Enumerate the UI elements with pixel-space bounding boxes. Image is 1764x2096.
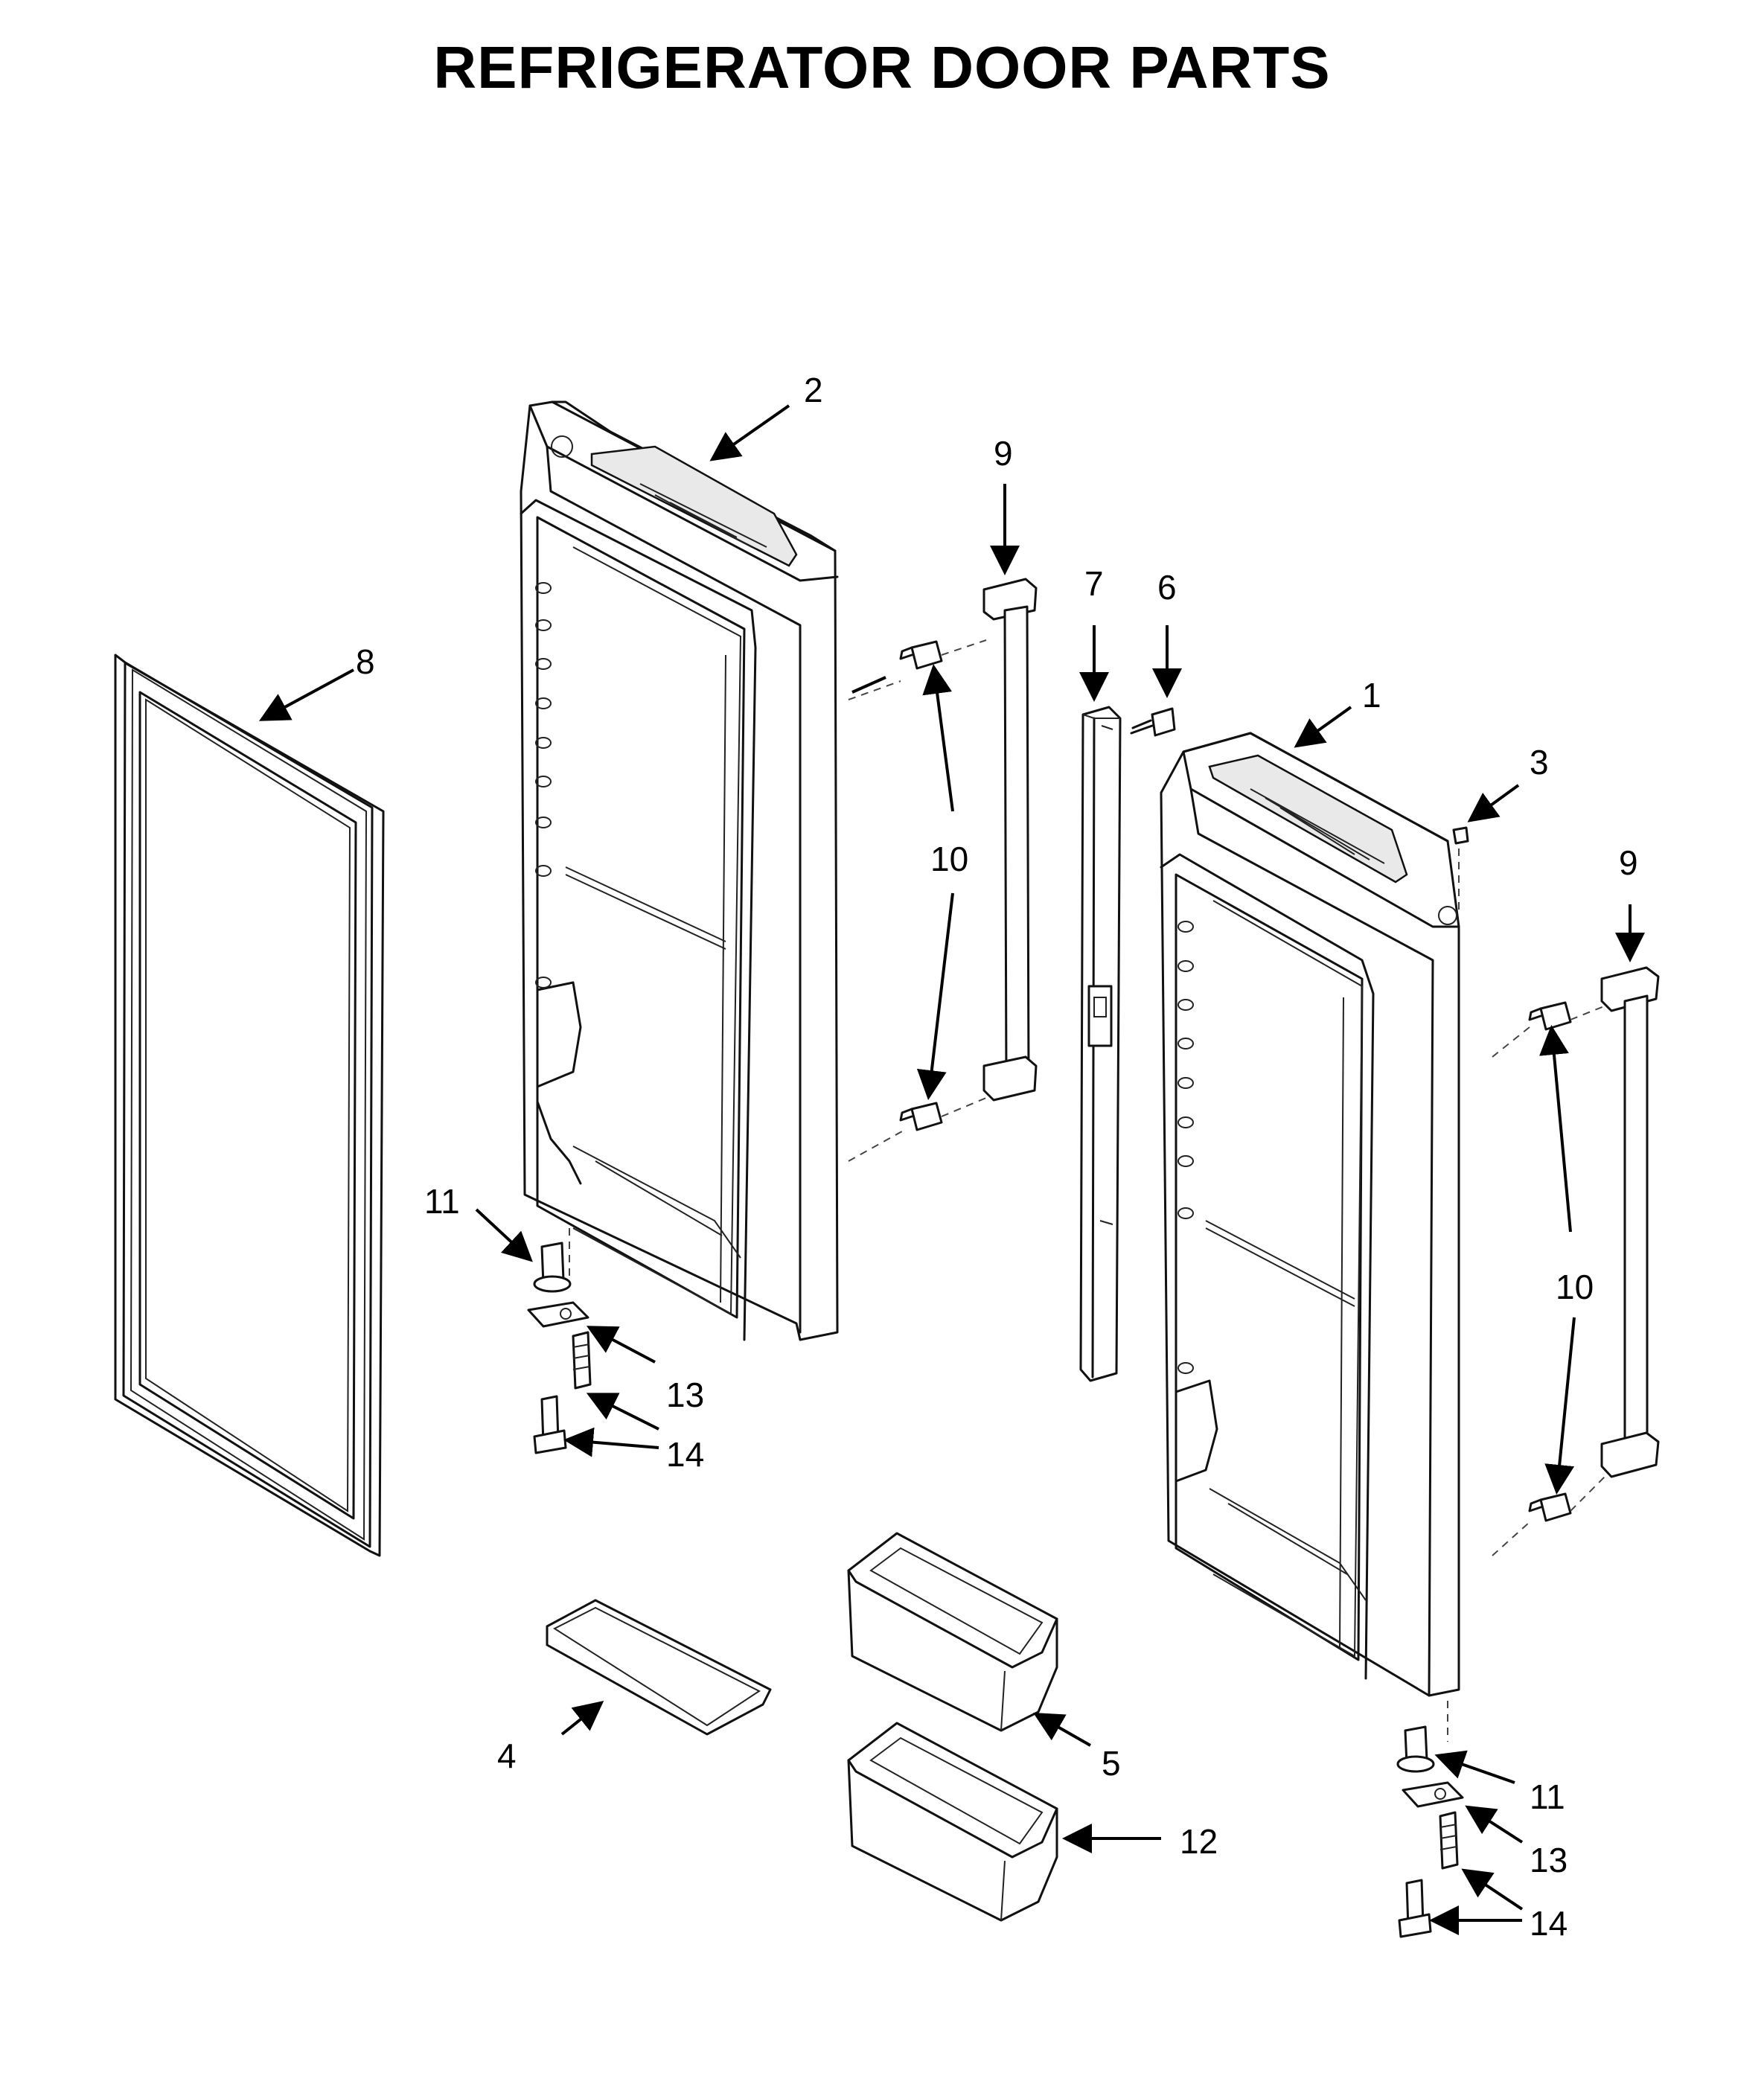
callout-5: 5 [1102, 1744, 1121, 1783]
callout-12: 12 [1180, 1822, 1218, 1861]
leader-arrows [258, 404, 1645, 1935]
callout-10-left: 10 [930, 840, 968, 878]
right-door-handle [1600, 966, 1660, 1478]
left-door-liner [520, 400, 839, 1341]
center-mullion [1079, 706, 1122, 1382]
right-hinge-hardware [1396, 1725, 1464, 1938]
diagram-title: REFRIGERATOR DOOR PARTS [433, 34, 1331, 100]
callout-1: 1 [1362, 676, 1381, 715]
door-bin-lower [847, 1722, 1058, 1922]
callout-11-left: 11 [424, 1182, 460, 1221]
callout-2: 2 [804, 371, 823, 409]
callout-7: 7 [1084, 564, 1104, 603]
callout-13-left: 13 [666, 1376, 704, 1414]
callout-11-right: 11 [1530, 1777, 1565, 1816]
callout-14-left: 14 [666, 1435, 704, 1474]
callout-13-right: 13 [1530, 1841, 1568, 1879]
callout-labels: 2 8 9 7 6 1 3 9 10 10 11 13 14 4 5 12 11… [356, 371, 1638, 1943]
small-screw [1452, 826, 1469, 845]
callout-4: 4 [497, 1736, 517, 1775]
callout-9-left: 9 [994, 434, 1013, 473]
handle-mount-studs [899, 640, 1572, 1522]
right-door-liner [1160, 732, 1460, 1697]
callout-3: 3 [1530, 743, 1549, 782]
callout-10-right: 10 [1556, 1268, 1594, 1306]
hinge-screw [1130, 707, 1176, 737]
left-door-handle [982, 578, 1038, 1102]
callout-14-right: 14 [1530, 1904, 1568, 1943]
callout-6: 6 [1157, 568, 1177, 607]
shelf-pegs-left [535, 582, 552, 988]
shelf-pegs-right [1177, 921, 1194, 1374]
door-shelf [546, 1599, 772, 1736]
door-gasket [114, 654, 385, 1557]
left-hinge-hardware [527, 1242, 592, 1454]
callout-9-right: 9 [1619, 843, 1638, 882]
door-bin-upper [847, 1532, 1058, 1732]
callout-8: 8 [356, 642, 375, 681]
